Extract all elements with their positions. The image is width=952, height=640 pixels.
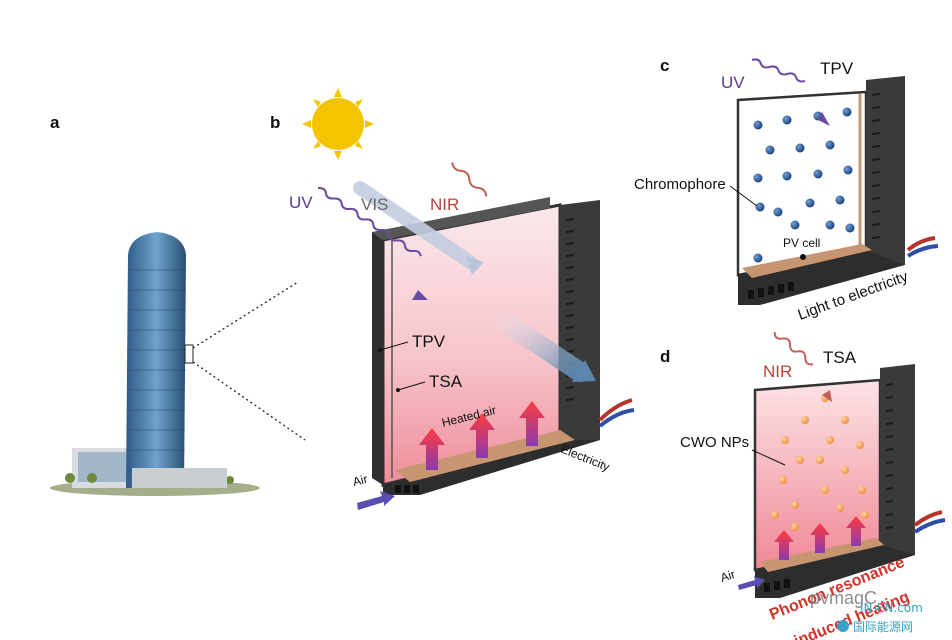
tpv-title-c: TPV — [820, 59, 854, 78]
panel-a: a — [50, 113, 306, 496]
transmitted-beam — [495, 312, 590, 382]
nir-ray — [451, 162, 488, 197]
panel-a-letter: a — [50, 113, 60, 132]
heated-air-arrows-d — [774, 516, 866, 560]
window-panel-b — [372, 197, 600, 495]
panel-d: d TSA — [660, 332, 946, 640]
uv-ray-c — [751, 58, 806, 83]
vis-label-b: VIS — [361, 195, 388, 214]
tsa-title-d: TSA — [823, 348, 857, 367]
window-panel-c — [736, 76, 905, 305]
chromophore-label: Chromophore — [634, 176, 726, 193]
watermark-site: IN-EN.com — [860, 601, 923, 615]
uv-ray-head — [412, 290, 428, 300]
globe-icon — [837, 620, 849, 632]
watermark: pvmagC IN-EN.com 国际能源网 — [810, 588, 923, 634]
watermark-brand: pvmagC — [810, 588, 877, 608]
tpv-label-b: TPV — [412, 332, 446, 351]
electricity-label: Electricity — [559, 442, 612, 474]
cwo-label: CWO NPs — [680, 434, 749, 451]
uv-ray — [317, 186, 422, 257]
skyscraper-illustration — [50, 232, 260, 496]
sun-icon — [302, 88, 374, 160]
uv-label-c: UV — [721, 73, 745, 92]
uv-label-b: UV — [289, 193, 313, 212]
zoom-lines — [192, 281, 306, 441]
watermark-site-cn: 国际能源网 — [853, 620, 913, 634]
heated-air-arrows — [419, 401, 545, 470]
nir-label-b: NIR — [430, 195, 459, 214]
air-label-d: Air — [719, 567, 737, 585]
panel-b-letter: b — [270, 113, 280, 132]
panel-c-letter: c — [660, 56, 669, 75]
nir-label-d: NIR — [763, 362, 792, 381]
window-panel-d — [753, 364, 915, 598]
air-inlet-arrow — [357, 491, 395, 510]
panel-b: b — [270, 88, 635, 510]
vis-ray — [353, 181, 477, 269]
panel-c: c TPV — [634, 56, 939, 324]
pv-cell-label: PV cell — [783, 236, 820, 250]
tsa-label-b: TSA — [429, 372, 463, 391]
chromophore-dots — [753, 107, 855, 263]
panel-d-letter: d — [660, 347, 670, 366]
air-label-b: Air — [351, 472, 369, 489]
pv-cell-dot — [800, 254, 806, 260]
cwo-nanoparticles — [771, 394, 869, 531]
nir-ray-d — [773, 332, 814, 366]
air-inlet-arrow-d — [738, 576, 765, 590]
